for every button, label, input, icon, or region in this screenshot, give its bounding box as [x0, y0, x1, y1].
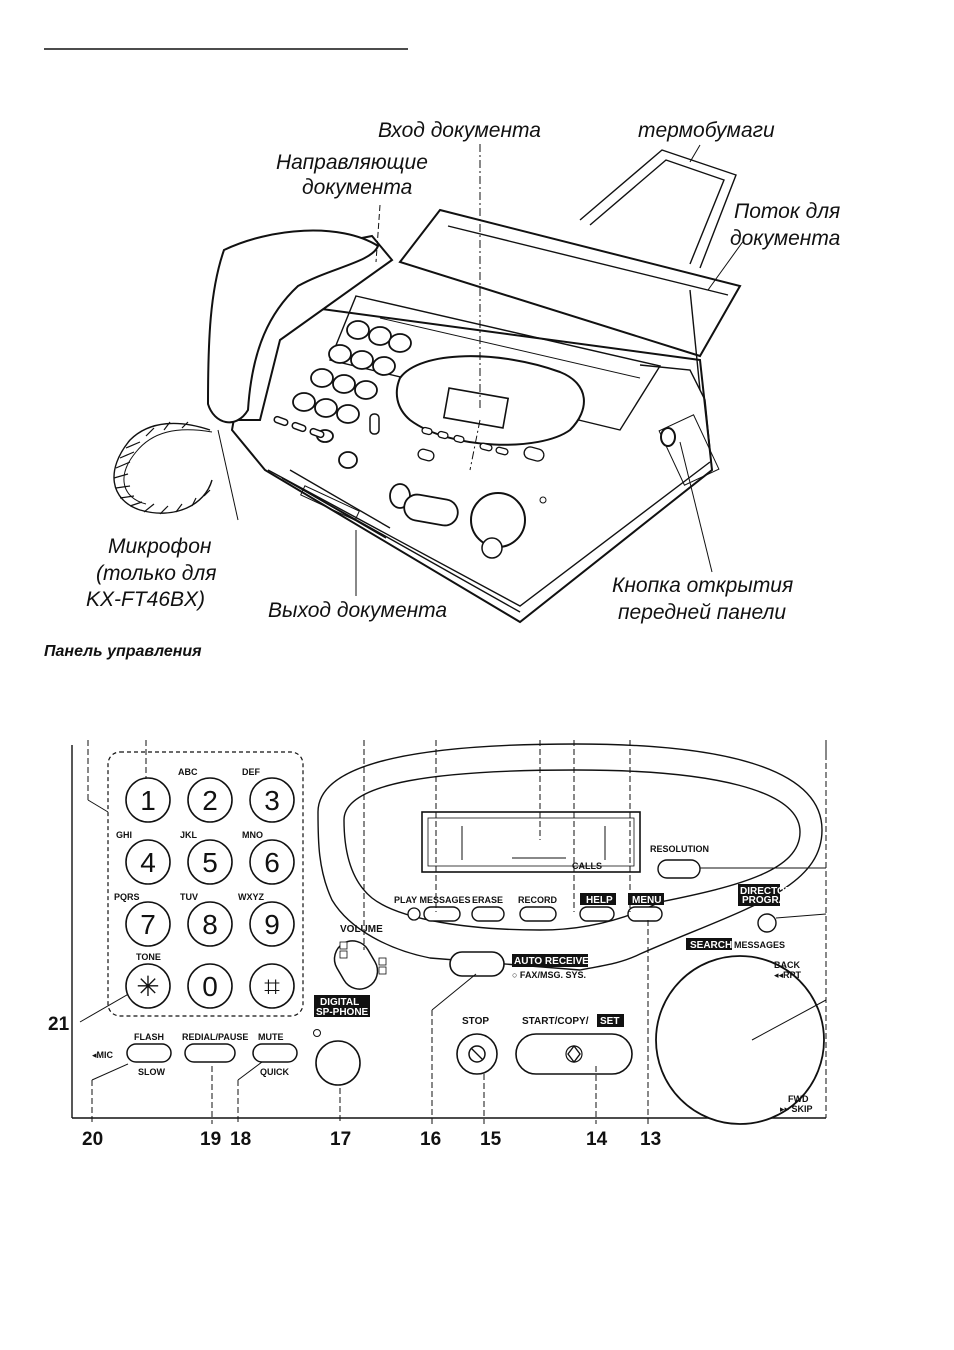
label-search: SEARCH	[690, 940, 732, 951]
key-5: 5	[202, 847, 218, 878]
label-record: RECORD	[518, 895, 558, 905]
sublabel-tone: TONE	[136, 952, 161, 962]
digital-sp-phone-plate	[314, 995, 370, 1017]
callout-front-panel-2: передней панели	[618, 601, 786, 624]
label-messages: MESSAGES	[734, 940, 785, 950]
help-plate	[580, 893, 616, 905]
label-help: HELP	[586, 895, 613, 906]
key-4: 4	[140, 847, 156, 878]
menu-plate	[628, 893, 664, 905]
label-back: BACK	[774, 960, 800, 970]
label-slow: SLOW	[138, 1067, 166, 1077]
callout-21: 21	[48, 1014, 70, 1035]
panel-heading: Панель управления	[44, 643, 202, 660]
label-quick: QUICK	[260, 1067, 290, 1077]
key-0: 0	[202, 971, 218, 1002]
jog-dial	[655, 955, 825, 1125]
sublabel-def: DEF	[242, 767, 261, 777]
keypad-enclosure	[107, 751, 304, 1017]
front-panel-release-button	[660, 427, 676, 447]
label-volume: VOLUME	[340, 924, 383, 935]
control-panel-diagram	[71, 740, 827, 1125]
key-6: 6	[264, 847, 280, 878]
callout-15: 15	[480, 1129, 502, 1150]
sublabel-pqrs: PQRS	[114, 892, 140, 902]
key-1: 1	[140, 785, 156, 816]
keypad-key-labels: 1 2 3 4 5 6 7 8 9 ✳ 0 ⌗	[136, 785, 280, 1002]
label-start-copy: START/COPY/	[522, 1016, 589, 1027]
sublabel-abc: ABC	[178, 767, 198, 777]
sublabel-wxyz: WXYZ	[238, 892, 265, 902]
callout-numbers: 21 20 19 18 17 16 15 14 13	[48, 1014, 661, 1150]
callout-thermal-paper: термобумаги	[638, 119, 775, 142]
label-fwd: FWD	[788, 1094, 809, 1104]
panel-leaders	[79, 740, 827, 1124]
key-7: 7	[140, 909, 156, 940]
key-9: 9	[264, 909, 280, 940]
callout-microphone-3: KX-FT46BX)	[86, 588, 205, 611]
label-directory: DIRECTORY	[740, 886, 799, 897]
label-skip: ▸▸ SKIP	[780, 1104, 813, 1114]
label-digital: DIGITAL	[320, 997, 359, 1008]
directory-plate	[738, 884, 780, 906]
sublabel-jkl: JKL	[180, 830, 198, 840]
callout-microphone-1: Микрофон	[108, 535, 212, 558]
keypad-sublabels: ABC DEF GHI JKL MNO PQRS TUV WXYZ TONE	[114, 767, 265, 962]
set-plate	[597, 1014, 624, 1027]
label-redial-pause: REDIAL/PAUSE	[182, 1032, 248, 1042]
label-menu: MENU	[632, 895, 661, 906]
callout-16: 16	[420, 1129, 441, 1150]
callout-17: 17	[330, 1129, 351, 1150]
callout-doc-tray-1: Поток для	[734, 200, 840, 223]
label-calls: CALLS	[572, 861, 602, 871]
callout-18: 18	[230, 1129, 251, 1150]
callout-front-panel-1: Кнопка открытия	[612, 574, 793, 597]
callout-doc-tray-2: документа	[730, 227, 840, 250]
label-set: SET	[600, 1016, 619, 1027]
callout-doc-guides-1: Направляющие	[276, 151, 428, 174]
label-stop: STOP	[462, 1016, 489, 1027]
callout-20: 20	[82, 1129, 103, 1150]
search-plate	[686, 938, 732, 950]
callout-14: 14	[586, 1129, 608, 1150]
callout-doc-input: Вход документа	[378, 119, 541, 142]
callout-13: 13	[640, 1129, 661, 1150]
fax-machine-illustration	[113, 149, 742, 624]
label-auto-receive: AUTO RECEIVE	[514, 956, 589, 967]
keypad	[125, 777, 295, 1009]
illustration-leaders	[217, 144, 745, 596]
sublabel-ghi: GHI	[116, 830, 132, 840]
panel-text-labels: VOLUME FLASH SLOW ◂MIC REDIAL/PAUSE MUTE…	[92, 844, 813, 1114]
key-8: 8	[202, 909, 218, 940]
sublabel-tuv: TUV	[180, 892, 198, 902]
callout-doc-output: Выход документа	[268, 599, 447, 622]
key-3: 3	[264, 785, 280, 816]
callout-microphone-2: (только для	[96, 562, 216, 585]
label-resolution: RESOLUTION	[650, 844, 709, 854]
label-fax-msg-sys: ○ FAX/MSG. SYS.	[512, 970, 586, 980]
label-mute: MUTE	[258, 1032, 284, 1042]
sublabel-mno: MNO	[242, 830, 263, 840]
label-program: PROGRAM	[742, 895, 794, 906]
key-hash: ⌗	[264, 971, 280, 1002]
callout-doc-guides-2: документа	[302, 176, 412, 199]
label-erase: ERASE	[472, 895, 503, 905]
lcd-display	[421, 811, 641, 873]
label-flash: FLASH	[134, 1032, 164, 1042]
key-2: 2	[202, 785, 218, 816]
callout-19: 19	[200, 1129, 221, 1150]
sp-phone-button	[315, 1040, 361, 1086]
label-mic: ◂MIC	[92, 1050, 114, 1060]
label-rpt: ◂◂RPT	[774, 970, 802, 980]
label-play-messages: PLAY MESSAGES	[394, 895, 471, 905]
auto-receive-plate	[512, 954, 588, 967]
key-star: ✳	[136, 971, 159, 1002]
coiled-cord	[113, 422, 213, 514]
side-vent	[658, 414, 720, 486]
label-sp-phone: SP-PHONE	[316, 1007, 369, 1018]
